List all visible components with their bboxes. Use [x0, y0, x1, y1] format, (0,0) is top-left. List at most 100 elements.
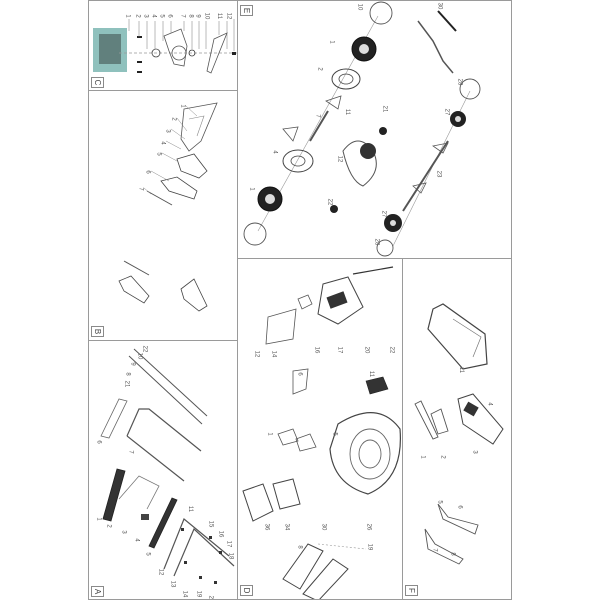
callout: 6: [296, 372, 303, 376]
callout: 20: [207, 595, 214, 600]
callout: 2: [134, 14, 141, 18]
callout: 4: [133, 538, 140, 542]
callout: 9: [194, 14, 201, 18]
callout: 6: [166, 14, 173, 18]
flap-brackets-drawing: [118, 102, 218, 312]
callout: 9: [129, 362, 136, 366]
callout: 12: [225, 12, 232, 20]
callout: 11: [344, 108, 351, 116]
callout: 6: [456, 505, 463, 509]
callout: 30: [436, 2, 443, 10]
panel-letter-b: B: [91, 326, 104, 337]
callout: 16: [313, 346, 320, 354]
callout: 7: [431, 548, 438, 552]
callout: 8: [449, 552, 456, 556]
panel-e: E 10 1 2 11 7 4 1 21 12 22 30 28 27 23 2…: [237, 0, 512, 259]
callout: 2: [316, 67, 323, 71]
callout: 8: [124, 372, 131, 376]
callout: 1: [419, 455, 426, 459]
callout: 2: [170, 117, 177, 121]
callout: 11: [187, 505, 194, 513]
callout: 8: [296, 545, 303, 549]
panel-c: 1 2 3 4 5 6 7 8 9 10 11 12 C: [88, 0, 238, 91]
callout: 14: [270, 350, 277, 358]
callout: 6: [95, 440, 102, 444]
deck-drawing: [242, 266, 401, 599]
callout: 16: [217, 530, 224, 538]
callout: 5: [155, 152, 162, 156]
callout: 4: [486, 402, 493, 406]
panel-letter-e: E: [240, 5, 253, 16]
callout: 10: [356, 3, 363, 11]
panel-f: 11 1 2 3 4 5 6 7 8 F: [402, 258, 512, 600]
callout: 28: [373, 238, 380, 246]
callout: 19: [195, 590, 202, 598]
callout: 14: [181, 590, 188, 598]
callout: 7: [137, 187, 144, 191]
callout: 3: [164, 129, 171, 133]
callout: 5: [331, 432, 338, 436]
callout: 13: [169, 580, 176, 588]
callout: 22: [388, 346, 395, 354]
panel-letter-d: D: [240, 585, 253, 596]
callout: 10: [203, 12, 210, 20]
callout: 19: [366, 543, 373, 551]
panel-d: 12 14 16 17 20 22 6 11 1 5 36 34 30 26 8…: [237, 258, 403, 600]
callout: 1: [95, 517, 102, 521]
callout: 2: [439, 455, 446, 459]
callout: 21: [381, 105, 388, 113]
callout: 2: [105, 524, 112, 528]
callout: 17: [336, 346, 343, 354]
callout: 26: [365, 523, 372, 531]
callout: 30: [320, 523, 327, 531]
callout: 11: [458, 366, 465, 374]
callout: 20: [363, 346, 370, 354]
callout: 21: [123, 380, 130, 388]
callout: 1: [124, 14, 131, 18]
callout: 5: [436, 500, 443, 504]
callout: 36: [263, 523, 270, 531]
callout: 11: [216, 12, 223, 20]
callout: 12: [253, 350, 260, 358]
motor-blade-drawing: [99, 19, 237, 74]
callout: 7: [179, 14, 186, 18]
callout: 17: [225, 540, 232, 548]
callout: 15: [207, 520, 214, 528]
callout: 7: [314, 114, 321, 118]
callout: 4: [271, 150, 278, 154]
callout: 3: [142, 14, 149, 18]
callout: 8: [187, 14, 194, 18]
callout: 28: [456, 78, 463, 86]
callout: 1: [248, 187, 255, 191]
wheels-axles-drawing: [243, 1, 481, 257]
callout: 11: [368, 370, 375, 378]
callout: 34: [283, 523, 290, 531]
callout: 10: [136, 352, 143, 360]
callout: 1: [179, 104, 186, 108]
callout: 22: [326, 198, 333, 206]
callout: 1: [266, 432, 273, 436]
callout: 18: [227, 552, 234, 560]
callout: 27: [380, 210, 387, 218]
callout: 1: [328, 40, 335, 44]
callout: 5: [144, 552, 151, 556]
panel-b: 1 2 3 4 5 6 7 B: [88, 90, 238, 341]
callout: 5: [158, 14, 165, 18]
callout: 27: [443, 108, 450, 116]
callout: 4: [159, 141, 166, 145]
callout: 12: [336, 155, 343, 163]
callout: 7: [127, 450, 134, 454]
panel-letter-a: A: [91, 586, 104, 597]
callout: 3: [120, 530, 127, 534]
panel-letter-c: C: [91, 77, 104, 88]
panel-a: 22 10 9 8 21 6 7 1 2 3 4 5 11 12 13 14 1…: [88, 340, 238, 600]
callout: 4: [150, 14, 157, 18]
callout: 12: [157, 568, 164, 576]
callout: 23: [435, 170, 442, 178]
callout: 3: [471, 450, 478, 454]
handle-assembly-drawing: [100, 348, 235, 584]
callout: 6: [144, 170, 151, 174]
grass-catcher-drawing: [414, 303, 504, 565]
callout: 22: [141, 345, 148, 353]
panel-letter-f: F: [405, 585, 418, 596]
